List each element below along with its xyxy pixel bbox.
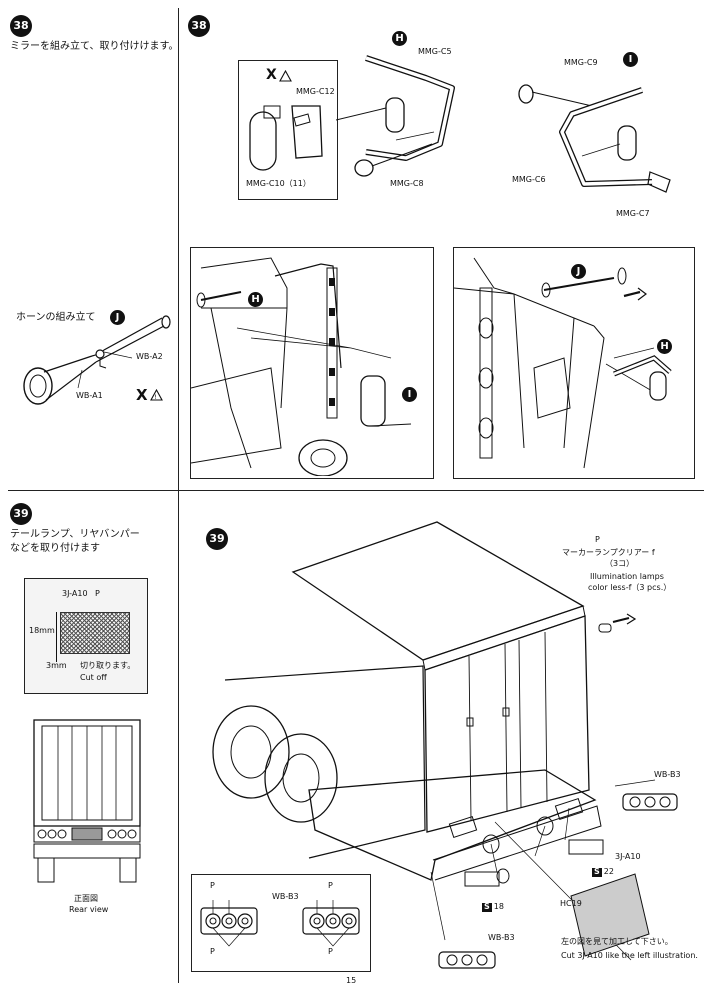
hc19-label: HC19 bbox=[560, 899, 582, 908]
part-wb-a2-label: WB-A2 bbox=[136, 352, 163, 361]
part-mmg-c5-label: MMG-C5 bbox=[418, 47, 452, 56]
part-mmg-c6-label: MMG-C6 bbox=[512, 175, 546, 184]
part-3j-a10-label: 3J-A10 bbox=[615, 852, 641, 861]
part-mmg-c7-label: MMG-C7 bbox=[616, 209, 650, 218]
x-mark-icon: X bbox=[136, 386, 148, 404]
marker-i-cab: I bbox=[402, 387, 417, 402]
rear-view-jp-label: 正面図 bbox=[74, 894, 98, 903]
part-mmg-c8-label: MMG-C8 bbox=[390, 179, 424, 188]
tail-lamp-inset-drawing bbox=[200, 900, 360, 947]
part-mmg-c12-label: MMG-C12 bbox=[296, 87, 335, 96]
illumination-lamps-label-2: color less-f（3 pcs.） bbox=[588, 583, 672, 592]
wb-b3-label-right: WB-B3 bbox=[654, 770, 681, 779]
step-39-badge: 39 bbox=[10, 503, 32, 525]
tail-lamp-inset bbox=[191, 874, 371, 972]
wb-b3-label-bottom: WB-B3 bbox=[488, 933, 515, 942]
cab-right-view-panel bbox=[453, 247, 695, 479]
cab-right-illustration bbox=[454, 257, 672, 469]
marker-lamp-qty-label: （3コ） bbox=[605, 559, 635, 568]
cut-off-en-label: Cut off bbox=[80, 673, 107, 682]
x-mark-icon-inset: X bbox=[266, 67, 277, 83]
dimension-line bbox=[56, 612, 57, 662]
mirror-h-drawing bbox=[336, 55, 455, 177]
p-label-1: P bbox=[210, 881, 215, 890]
cab-left-view-panel bbox=[190, 247, 434, 479]
marker-h-cab-right: H bbox=[657, 339, 672, 354]
p-label-2: P bbox=[328, 881, 333, 890]
caution-triangle-icon: ! bbox=[150, 389, 163, 401]
cut-part-label: 3J-A10 bbox=[62, 589, 88, 598]
left-illustration-note-jp: 左の図を見て加工して下さい。 bbox=[561, 937, 673, 946]
marker-j-cab: J bbox=[571, 264, 586, 279]
marker-h-cab: H bbox=[248, 292, 263, 307]
page-number: 15 bbox=[346, 976, 357, 985]
svg-text:!: ! bbox=[155, 394, 157, 401]
part-mmg-c10-label: MMG-C10（11） bbox=[246, 179, 311, 188]
caution-triangle-icon-inset bbox=[279, 70, 292, 82]
dim-3mm-label: 3mm bbox=[46, 661, 67, 670]
rear-view-en-label: Rear view bbox=[69, 905, 109, 914]
illumination-lamps-label-1: Illumination lamps bbox=[590, 572, 664, 581]
mirror-parts-drawing bbox=[249, 105, 323, 171]
truck-rear-illustration bbox=[212, 521, 678, 969]
step-38-badge-right: 38 bbox=[188, 15, 210, 37]
marker-j-horn: J bbox=[110, 310, 125, 325]
dim-18mm-label: 18mm bbox=[29, 626, 55, 635]
p-label-4: P bbox=[328, 947, 333, 956]
mirror-i-drawing bbox=[518, 84, 671, 193]
wb-b3-label-inset: WB-B3 bbox=[272, 892, 299, 901]
cab-left-illustration bbox=[191, 257, 412, 476]
cut-part-p-label: P bbox=[95, 589, 100, 598]
part-mmg-c9-label: MMG-C9 bbox=[564, 58, 598, 67]
horizontal-divider bbox=[8, 490, 704, 491]
rear-view-drawing bbox=[33, 719, 141, 883]
cut-off-hatched-area bbox=[60, 612, 130, 654]
left-illustration-note-en: Cut 3J-A10 like the left illustration. bbox=[561, 951, 698, 960]
marker-i: I bbox=[623, 52, 638, 67]
cut-off-jp-label: 切り取ります。 bbox=[80, 661, 136, 670]
step-38-badge: 38 bbox=[10, 15, 32, 37]
horn-assembly-title: ホーンの組み立て bbox=[16, 312, 96, 323]
marker-h: H bbox=[392, 31, 407, 46]
p-label-3: P bbox=[210, 947, 215, 956]
horn-illustration bbox=[23, 315, 171, 405]
step-38-instruction: ミラーを組み立て、取り付けけます。 bbox=[10, 41, 179, 52]
marker-lamp-p-label: P bbox=[595, 535, 600, 544]
part-wb-a1-label: WB-A1 bbox=[76, 391, 103, 400]
step-39-badge-right: 39 bbox=[206, 528, 228, 550]
mirror-parts-inset bbox=[238, 60, 338, 200]
vertical-divider bbox=[178, 8, 179, 983]
step-39-instruction-2: などを取り付けます bbox=[10, 543, 100, 554]
marker-lamp-jp-label: マーカーランプクリアー f bbox=[562, 548, 655, 557]
step-39-instruction-1: テールランプ、リヤバンパー bbox=[10, 529, 140, 540]
